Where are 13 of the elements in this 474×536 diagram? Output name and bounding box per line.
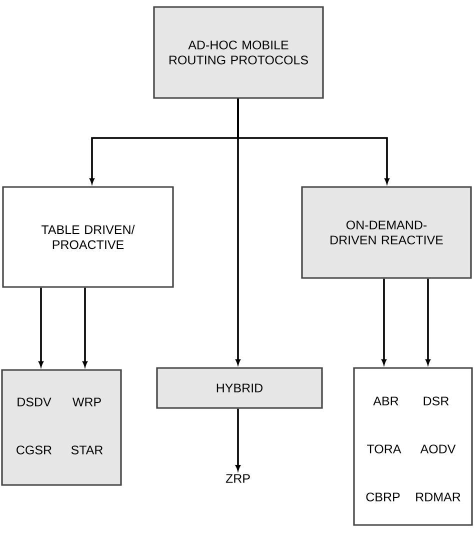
category-box: HYBRID	[156, 367, 323, 409]
category-box: TABLE DRIVEN/ PROACTIVE	[2, 186, 174, 288]
arrow	[426, 278, 430, 365]
arrow	[382, 278, 386, 365]
arrow	[236, 408, 240, 470]
arrow	[38, 288, 44, 367]
protocol-list-box: ABR DSR TORA AODV CBRP RDMAR	[353, 367, 473, 526]
arrow	[82, 288, 88, 367]
protocol-list-box: DSDV WRP CGSR STAR	[1, 369, 122, 486]
category-box: ON-DEMAND-DRIVEN REACTIVE	[301, 186, 472, 279]
node-text: ZRP	[226, 474, 250, 483]
arrow	[236, 98, 240, 365]
category-box: AD-HOC MOBILE ROUTING PROTOCOLS	[153, 6, 324, 99]
